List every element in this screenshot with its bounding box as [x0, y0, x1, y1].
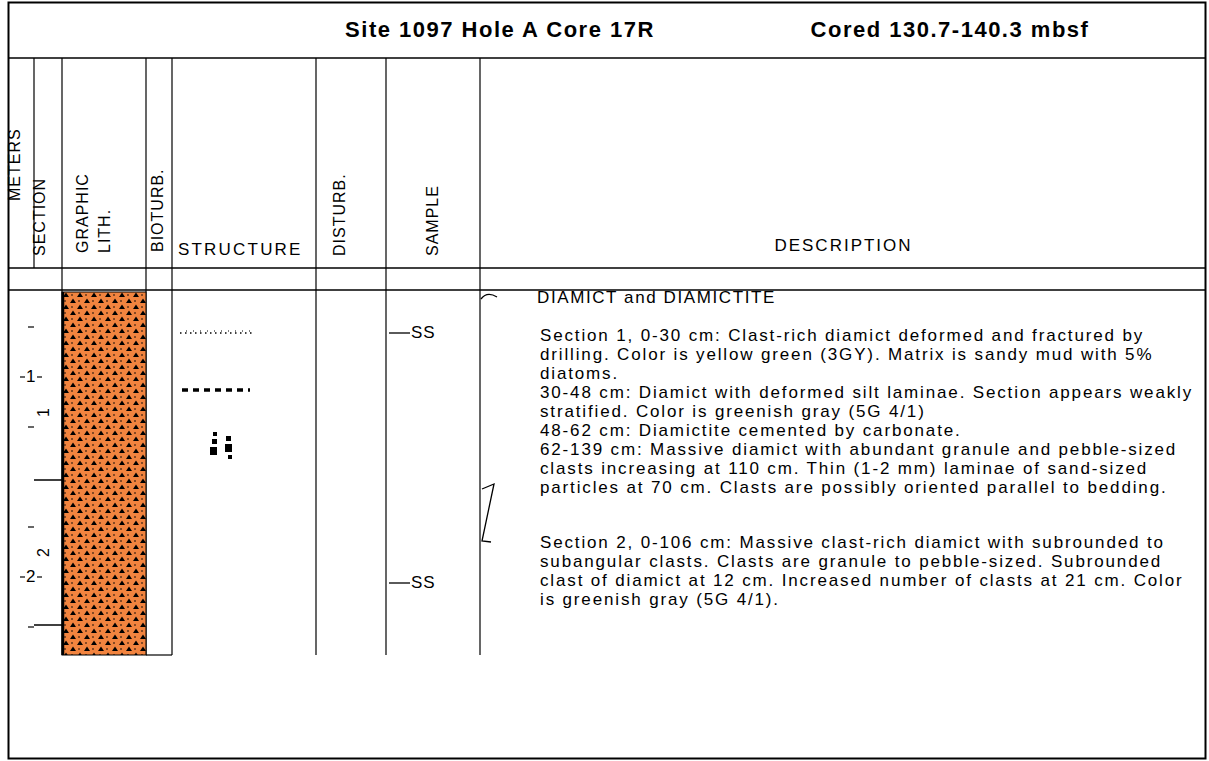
sample-leader — [389, 332, 410, 333]
depth-ticks — [20, 327, 42, 627]
section-boundary — [34, 624, 62, 626]
description-text: 30-48 cm: Diamict with deformed silt lam… — [540, 383, 1204, 421]
description-bracket — [481, 294, 497, 299]
description-text: Section 2, 0-106 cm: Massive clast-rich … — [540, 533, 1204, 609]
column-header: SAMPLE — [424, 185, 442, 256]
column-header: GRAPHIC LITH. — [72, 175, 116, 253]
column-header: STRUCTURE — [178, 240, 303, 260]
column-header: DESCRIPTION — [480, 236, 1207, 256]
diamict-lithology — [62, 292, 146, 655]
silt-laminae-symbol — [180, 332, 252, 333]
unit-heading: DIAMICT and DIAMICTITE — [537, 288, 776, 307]
column-header: BIOTURB. — [149, 168, 167, 252]
column-lines — [34, 58, 480, 655]
section-number: 2 — [35, 547, 53, 557]
section-boundary — [34, 479, 62, 481]
core-interval: Cored 130.7-140.3 mbsf — [770, 17, 1130, 43]
sample-code: SS — [411, 573, 436, 592]
description-text: Section 1, 0-30 cm: Clast-rich diamict d… — [540, 326, 1204, 383]
description-text: 62-139 cm: Massive diamict with abundant… — [540, 440, 1204, 497]
column-header: DISTURB. — [331, 173, 349, 256]
laminae-symbol — [182, 388, 250, 392]
sample-code: SS — [411, 323, 436, 342]
header-rule — [8, 57, 1206, 59]
column-header: METERS — [6, 128, 24, 201]
clast-symbol — [210, 432, 232, 459]
section-number: 1 — [35, 407, 53, 417]
sample-leader — [389, 582, 410, 583]
depth-number: 2 — [26, 567, 35, 586]
outer-border — [9, 3, 1206, 759]
core-title: Site 1097 Hole A Core 17R — [250, 17, 750, 43]
silt-laminae-symbol — [186, 331, 250, 332]
lithology-edge — [62, 292, 65, 655]
header-rule — [8, 267, 1206, 269]
description-bracket — [482, 484, 494, 542]
depth-number: 1 — [26, 367, 35, 386]
description-text: 48-62 cm: Diamictite cemented by carbona… — [540, 421, 1204, 440]
column-header: SECTION — [31, 178, 49, 256]
